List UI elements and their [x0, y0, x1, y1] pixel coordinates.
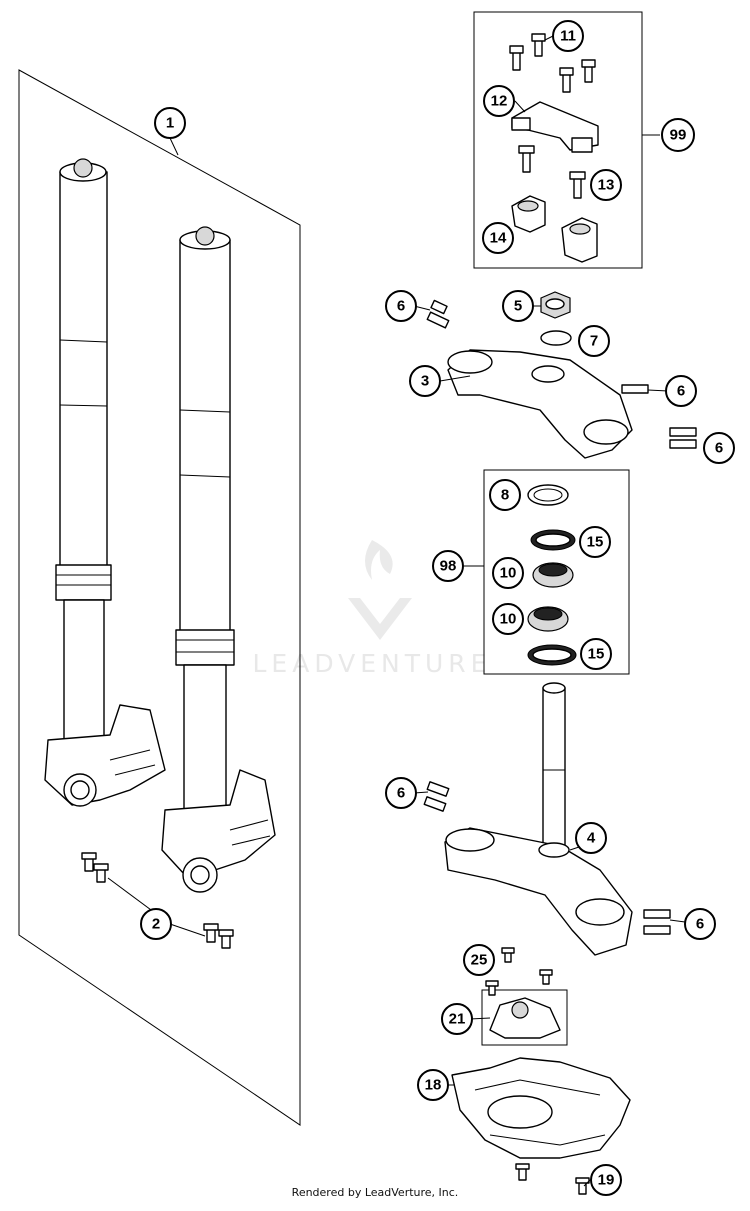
bearing-kit [464, 469, 630, 675]
handlebar-clamp-kit [473, 11, 660, 269]
svg-text:8: 8 [501, 487, 509, 504]
svg-text:6: 6 [397, 298, 405, 315]
bolts-pos13 [518, 145, 586, 199]
callout-11: 11 [552, 20, 584, 52]
washer-pos7 [540, 330, 572, 346]
svg-text:5: 5 [514, 298, 522, 315]
svg-text:6: 6 [696, 916, 704, 933]
callout-12: 12 [483, 85, 515, 117]
callout-10-lower: 10 [492, 603, 524, 635]
fork-leg-right [161, 226, 276, 893]
upper-clamp-pos12 [511, 101, 599, 153]
fork-panel-outline [18, 69, 301, 1126]
callout-21: 21 [441, 1003, 473, 1035]
svg-text:10: 10 [500, 611, 517, 628]
steering-damper-mount [481, 947, 568, 1046]
svg-text:18: 18 [425, 1077, 442, 1094]
callout-19: 19 [590, 1164, 622, 1196]
svg-text:2: 2 [152, 916, 160, 933]
svg-text:15: 15 [587, 534, 604, 551]
watermark-logo: LEADVENTURE [253, 540, 492, 678]
svg-text:6: 6 [677, 383, 685, 400]
callout-2: 2 [140, 908, 172, 940]
svg-text:19: 19 [598, 1172, 615, 1189]
kit-99-frame [473, 11, 643, 269]
callout-4: 4 [575, 822, 607, 854]
svg-text:12: 12 [491, 93, 508, 110]
watermark-text: LEADVENTURE [253, 649, 492, 678]
svg-text:25: 25 [471, 952, 488, 969]
callout-98: 98 [432, 550, 464, 582]
bolts-pos6-mid [423, 781, 450, 812]
kit-21-frame [481, 989, 568, 1046]
svg-text:21: 21 [449, 1011, 466, 1028]
seal-pos8 [527, 484, 569, 506]
svg-text:1: 1 [166, 115, 174, 132]
callout-15-lower: 15 [580, 638, 612, 670]
upper-triple-clamp [426, 291, 697, 459]
callout-3: 3 [409, 365, 441, 397]
callout-5: 5 [502, 290, 534, 322]
kit-98-frame [483, 469, 630, 675]
svg-text:13: 13 [598, 177, 615, 194]
callout-7: 7 [578, 325, 610, 357]
lower-triple-clamp [423, 682, 671, 956]
svg-text:4: 4 [587, 830, 596, 847]
fork-leg-left [44, 158, 166, 807]
svg-text:14: 14 [490, 230, 507, 247]
fork-assembly [18, 69, 301, 1126]
callout-8: 8 [489, 479, 521, 511]
bolts-pos6-top [426, 299, 450, 329]
lower-clamps-pos14 [511, 195, 598, 263]
callout-6-mid: 6 [385, 777, 417, 809]
footer-credit: Rendered by LeadVerture, Inc. [291, 1186, 459, 1199]
svg-text:3: 3 [421, 373, 429, 390]
callout-6-clamp-lower: 6 [703, 432, 735, 464]
callout-99: 99 [661, 118, 695, 152]
svg-text:10: 10 [500, 565, 517, 582]
callout-6-bottom: 6 [684, 908, 716, 940]
callout-18: 18 [417, 1069, 449, 1101]
callout-15-upper: 15 [579, 526, 611, 558]
callout-1: 1 [154, 107, 186, 139]
screws-pos2 [81, 852, 234, 949]
svg-text:6: 6 [715, 440, 723, 457]
svg-text:11: 11 [560, 28, 576, 45]
callout-13: 13 [590, 169, 622, 201]
svg-text:99: 99 [670, 127, 687, 144]
bolts-pos11 [509, 33, 596, 93]
callout-6-top: 6 [385, 290, 417, 322]
svg-text:15: 15 [588, 646, 605, 663]
callout-14: 14 [482, 222, 514, 254]
callout-25: 25 [463, 944, 495, 976]
callout-10-upper: 10 [492, 557, 524, 589]
svg-text:7: 7 [590, 333, 598, 350]
callout-6-clamp: 6 [665, 375, 697, 407]
svg-text:98: 98 [440, 558, 457, 575]
svg-text:6: 6 [397, 785, 405, 802]
